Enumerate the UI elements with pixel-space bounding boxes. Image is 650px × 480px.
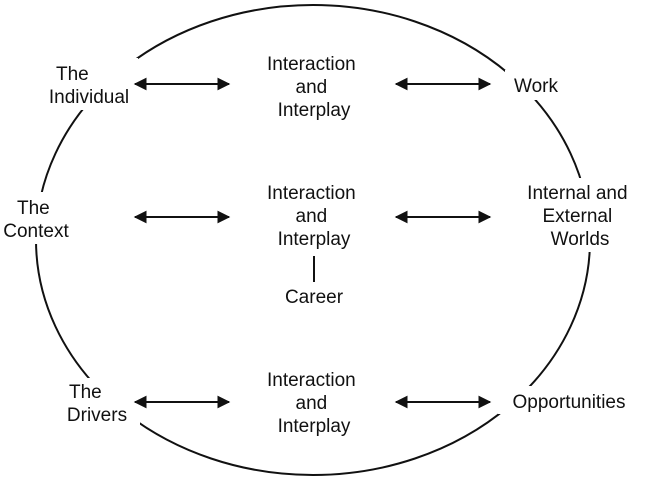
label-the-context: The Context [3,198,69,242]
label-line: Internal and [527,183,627,204]
label-internal-external-worlds: Internal and External Worlds [527,183,633,250]
label-the-drivers: The Drivers [67,382,127,426]
label-mask-work [505,70,567,100]
label-line: and [296,393,328,414]
label-line: Interplay [278,100,351,121]
label-line: Drivers [67,405,127,426]
label-the-individual: The Individual [49,64,129,108]
label-line: and [296,77,328,98]
label-interaction-top: Interaction and Interplay [267,54,361,121]
label-career: Career [285,287,344,308]
label-interaction-bottom: Interaction and Interplay [267,370,361,437]
label-line: External [543,206,613,227]
label-line: The [17,198,50,219]
label-line: Interaction [267,54,356,75]
label-mask-individual [18,58,138,110]
label-line: Individual [49,87,129,108]
label-line: and [296,206,328,227]
label-work: Work [514,76,558,97]
label-line: Context [3,221,69,242]
label-line: The [69,382,102,403]
label-line: Interaction [267,370,356,391]
label-opportunities: Opportunities [512,392,625,413]
label-line: Interaction [267,183,356,204]
label-mask-opportunities [498,386,640,414]
label-mask-drivers [60,378,140,426]
label-interaction-middle: Interaction and Interplay [267,183,361,250]
label-mask-context [0,192,62,244]
label-line: Worlds [551,229,610,250]
label-mask-worlds [528,178,638,252]
label-line: The [56,64,89,85]
label-line: Interplay [278,229,351,250]
label-line: Interplay [278,416,351,437]
